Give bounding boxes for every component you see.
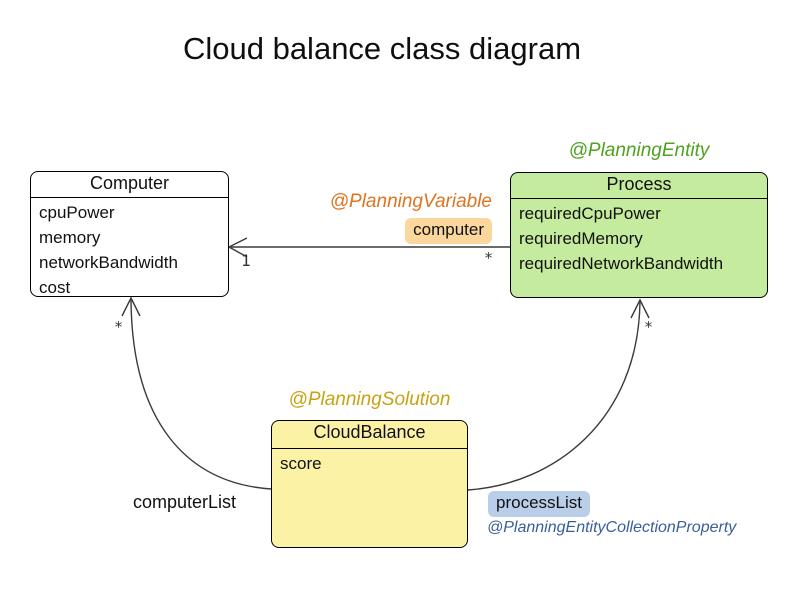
computerlist-field-label: computerList (133, 492, 237, 512)
process-attributes: requiredCpuPower requiredMemory required… (511, 199, 767, 276)
cloudbalance-class-box: CloudBalance score (271, 420, 468, 548)
planning-entity-collection-property-annotation: @PlanningEntityCollectionProperty (487, 519, 737, 536)
computer-field-label: computer (405, 218, 492, 244)
cloudbalance-process-association-line (467, 301, 641, 491)
process-attribute: requiredMemory (519, 229, 643, 248)
process-attribute: requiredNetworkBandwidth (519, 254, 724, 273)
multiplicity-computerlist-end: * (114, 318, 124, 336)
process-class-box: Process requiredCpuPower requiredMemory … (510, 172, 768, 298)
process-class-name: Process (511, 173, 767, 199)
computer-attribute: cpuPower (39, 203, 115, 222)
cloudbalance-class-name: CloudBalance (272, 421, 467, 449)
planning-solution-annotation: @PlanningSolution (288, 389, 451, 410)
process-attribute: requiredCpuPower (519, 204, 661, 223)
association-arrowhead-up-right-icon (630, 298, 650, 319)
computer-attribute: memory (39, 228, 101, 247)
planning-entity-annotation: @PlanningEntity (568, 140, 710, 161)
computer-class-name: Computer (31, 172, 228, 198)
computer-class-box: Computer cpuPower memory networkBandwidt… (30, 171, 229, 297)
computer-attribute: networkBandwidth (39, 253, 178, 272)
multiplicity-process-end: * (484, 249, 494, 267)
diagram-title: Cloud balance class diagram (182, 31, 582, 66)
cloudbalance-computer-association-line (130, 299, 272, 490)
association-arrowhead-up-left-icon (121, 296, 141, 317)
cloudbalance-attribute: score (280, 454, 322, 473)
processlist-field-label: processList (488, 491, 590, 517)
multiplicity-processlist-end: * (644, 318, 654, 336)
computer-attributes: cpuPower memory networkBandwidth cost (31, 198, 228, 300)
cloudbalance-attributes: score (272, 449, 467, 476)
multiplicity-computer-end: 1 (241, 251, 251, 270)
planning-variable-annotation: @PlanningVariable (329, 191, 492, 212)
computer-attribute: cost (39, 278, 71, 297)
